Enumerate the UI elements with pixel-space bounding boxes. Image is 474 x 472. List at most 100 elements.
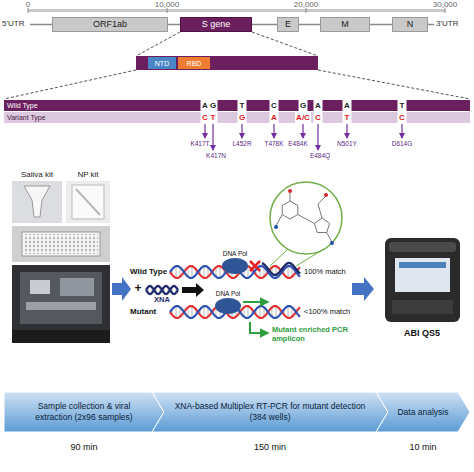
node-text: Data analysis bbox=[397, 407, 448, 418]
gene-box: S gene bbox=[180, 17, 252, 32]
extractor-part bbox=[26, 302, 96, 310]
wild-nucleotide: G bbox=[209, 100, 218, 111]
extractor-interior bbox=[20, 272, 102, 324]
mutation-arrow bbox=[204, 124, 205, 138]
node-text: Variant Type bbox=[7, 114, 46, 121]
node-text: ORF1ab bbox=[93, 20, 127, 29]
mutation-arrow bbox=[273, 124, 274, 138]
node-text: N bbox=[407, 20, 414, 29]
mutation-arrow bbox=[346, 124, 347, 138]
chevron bbox=[152, 392, 388, 432]
nitrogen-atom bbox=[330, 241, 334, 245]
zoom-line bbox=[4, 70, 136, 99]
gene-box: N bbox=[392, 17, 428, 32]
wild-nucleotide: T bbox=[238, 100, 247, 111]
saliva-kit-photo bbox=[12, 181, 62, 223]
base-pair bbox=[260, 306, 261, 318]
variant-nucleotide: A/C bbox=[295, 112, 311, 123]
wild-nucleotide: G bbox=[299, 100, 308, 111]
mutation-name: N501Y bbox=[337, 140, 357, 147]
spike-bar bbox=[136, 56, 318, 70]
qpcr-instrument bbox=[385, 238, 460, 322]
plate-photo bbox=[12, 226, 110, 262]
screen-bar bbox=[399, 262, 446, 268]
xna-arrow bbox=[182, 283, 204, 297]
flow-arrow bbox=[352, 277, 374, 301]
base-pair bbox=[192, 266, 193, 278]
instrument-lid bbox=[389, 242, 456, 252]
xna-label: XNA bbox=[154, 296, 170, 305]
base-pair bbox=[288, 266, 289, 278]
extractor-part bbox=[30, 280, 50, 294]
zoom-line bbox=[252, 32, 318, 56]
amplicon-label: Mutant enriched PCR amplicon bbox=[272, 326, 352, 343]
chevron bbox=[4, 392, 164, 432]
gene-box: M bbox=[320, 17, 370, 32]
node-text: Wild Type bbox=[7, 102, 38, 109]
sugar-ring bbox=[314, 218, 329, 233]
base-pair bbox=[260, 266, 261, 278]
plate bbox=[22, 232, 100, 256]
base-pair bbox=[248, 306, 249, 318]
scale-number: 10,000 bbox=[155, 0, 179, 9]
instrument-panel bbox=[392, 300, 453, 314]
domain-box: RBD bbox=[178, 57, 210, 69]
extractor-photo bbox=[12, 265, 110, 343]
instrument-screen bbox=[395, 258, 450, 292]
scale-number: 30,000 bbox=[433, 0, 457, 9]
instrument-name: ABI QS5 bbox=[404, 328, 440, 338]
scale-number: 0 bbox=[26, 0, 30, 9]
structure-callout bbox=[270, 182, 342, 254]
scale-bar bbox=[28, 9, 445, 12]
wild-nucleotide: A bbox=[343, 100, 352, 111]
node-text: M bbox=[341, 20, 349, 29]
strand-label: Mutant bbox=[130, 307, 156, 316]
np-kit-pack bbox=[72, 185, 104, 219]
variant-nucleotide: C bbox=[398, 112, 407, 123]
dna-strand bbox=[146, 286, 178, 294]
mutation-name: K417T bbox=[190, 140, 209, 147]
plus-sign: + bbox=[134, 282, 141, 296]
mutation-arrow bbox=[212, 124, 213, 150]
chemical-structure bbox=[276, 193, 332, 242]
dna-polymerase bbox=[222, 258, 248, 274]
base-pair bbox=[176, 266, 177, 278]
scale-number: 20,000 bbox=[294, 0, 318, 9]
variant-nucleotide: G bbox=[238, 112, 247, 123]
node-text: RBD bbox=[187, 60, 202, 67]
mutation-arrows bbox=[205, 124, 402, 150]
extractor-part bbox=[60, 278, 94, 296]
duration: 150 min bbox=[254, 442, 286, 452]
oxygen-atom bbox=[288, 189, 292, 193]
base-pair bbox=[204, 306, 205, 318]
base-pair bbox=[192, 306, 193, 318]
match-label: <100% match bbox=[304, 308, 350, 317]
utr-label: 3'UTR bbox=[436, 19, 458, 28]
mutation-arrow bbox=[241, 124, 242, 138]
mutation-arrow bbox=[302, 124, 303, 138]
variant-nucleotide: T bbox=[343, 112, 352, 123]
enzyme-label: DNA Pol bbox=[223, 250, 248, 257]
enzyme-label: DNA Pol bbox=[216, 290, 241, 297]
node-text: S gene bbox=[202, 20, 231, 29]
bound-xna bbox=[262, 263, 300, 275]
base-pair bbox=[288, 306, 289, 318]
gene-box: E bbox=[277, 17, 299, 32]
base-pair bbox=[204, 266, 205, 278]
utr-label: 5'UTR bbox=[2, 19, 24, 28]
extractor-base bbox=[12, 330, 110, 343]
gene-box: ORF1ab bbox=[52, 17, 168, 32]
timeline-step: XNA-based Multiplex RT-PCR for mutant de… bbox=[152, 392, 388, 432]
match-label: 100% match bbox=[304, 268, 346, 277]
saliva-funnel bbox=[24, 186, 50, 217]
flow-arrow bbox=[112, 277, 131, 301]
np-kit-photo bbox=[66, 181, 110, 223]
zoom-line bbox=[136, 32, 180, 56]
blocked-mark bbox=[250, 261, 260, 271]
node-text: Sample collection & viral extraction (2x… bbox=[20, 401, 148, 422]
dna-strand bbox=[146, 286, 178, 294]
timeline-step: Sample collection & viral extraction (2x… bbox=[4, 392, 164, 432]
dna-helix bbox=[146, 286, 178, 294]
base-pair bbox=[176, 306, 177, 318]
